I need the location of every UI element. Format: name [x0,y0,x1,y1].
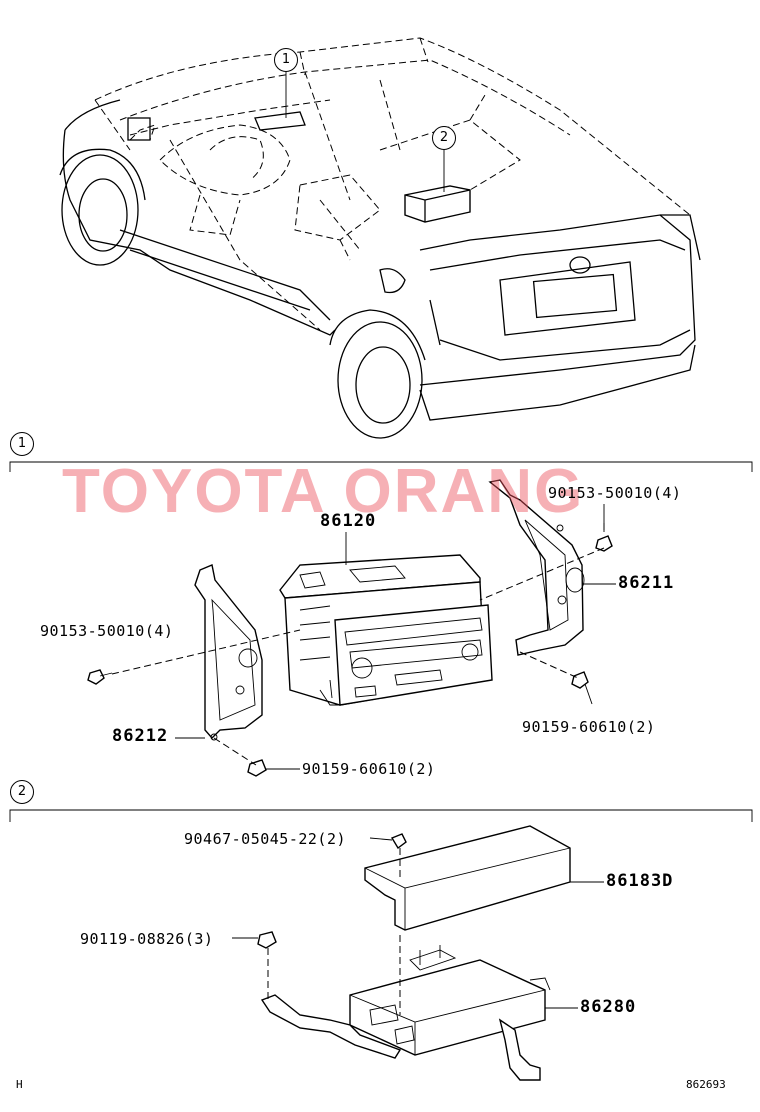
part-number-audio-unit: 86120 [320,511,377,531]
part-number-cover: 86183D [606,871,674,891]
clip-drawing [390,833,407,850]
part-number-bolt: 90119-08826(3) [80,930,214,948]
audio-unit-drawing [279,554,493,706]
screw-left-drawing [87,669,113,685]
callout-2: 2 [432,126,456,150]
part-number-screw-right: 90153-50010(4) [548,484,682,502]
callout-1: 1 [274,48,298,72]
section2-frame [9,809,753,822]
amplifier-drawing [260,945,551,1081]
bracket-left-drawing [194,564,263,741]
cover-drawing [364,825,571,931]
section1-frame [9,461,753,472]
part-number-clip: 90467-05045-22(2) [184,830,347,848]
part-number-bracket-left: 86212 [112,726,169,746]
part-number-screw-left: 90153-50010(4) [40,622,174,640]
bolt-right-drawing [571,671,589,689]
footer-diagram-code: 862693 [686,1078,726,1091]
part-number-bracket-right: 86211 [618,573,675,593]
bolt2-drawing [257,931,277,949]
watermark: TOYOTA ORANG [62,457,585,526]
bracket-right-drawing [488,479,585,656]
footer-left-code: H [16,1078,23,1091]
vehicle-illustration [59,37,701,439]
section-1-marker: 1 [10,432,34,456]
section-2-marker: 2 [10,780,34,804]
part-number-amplifier: 86280 [580,997,637,1017]
bolt-bottom-drawing [247,759,267,777]
part-number-bolt-bottom: 90159-60610(2) [302,760,436,778]
part-number-bolt-right: 90159-60610(2) [522,718,656,736]
